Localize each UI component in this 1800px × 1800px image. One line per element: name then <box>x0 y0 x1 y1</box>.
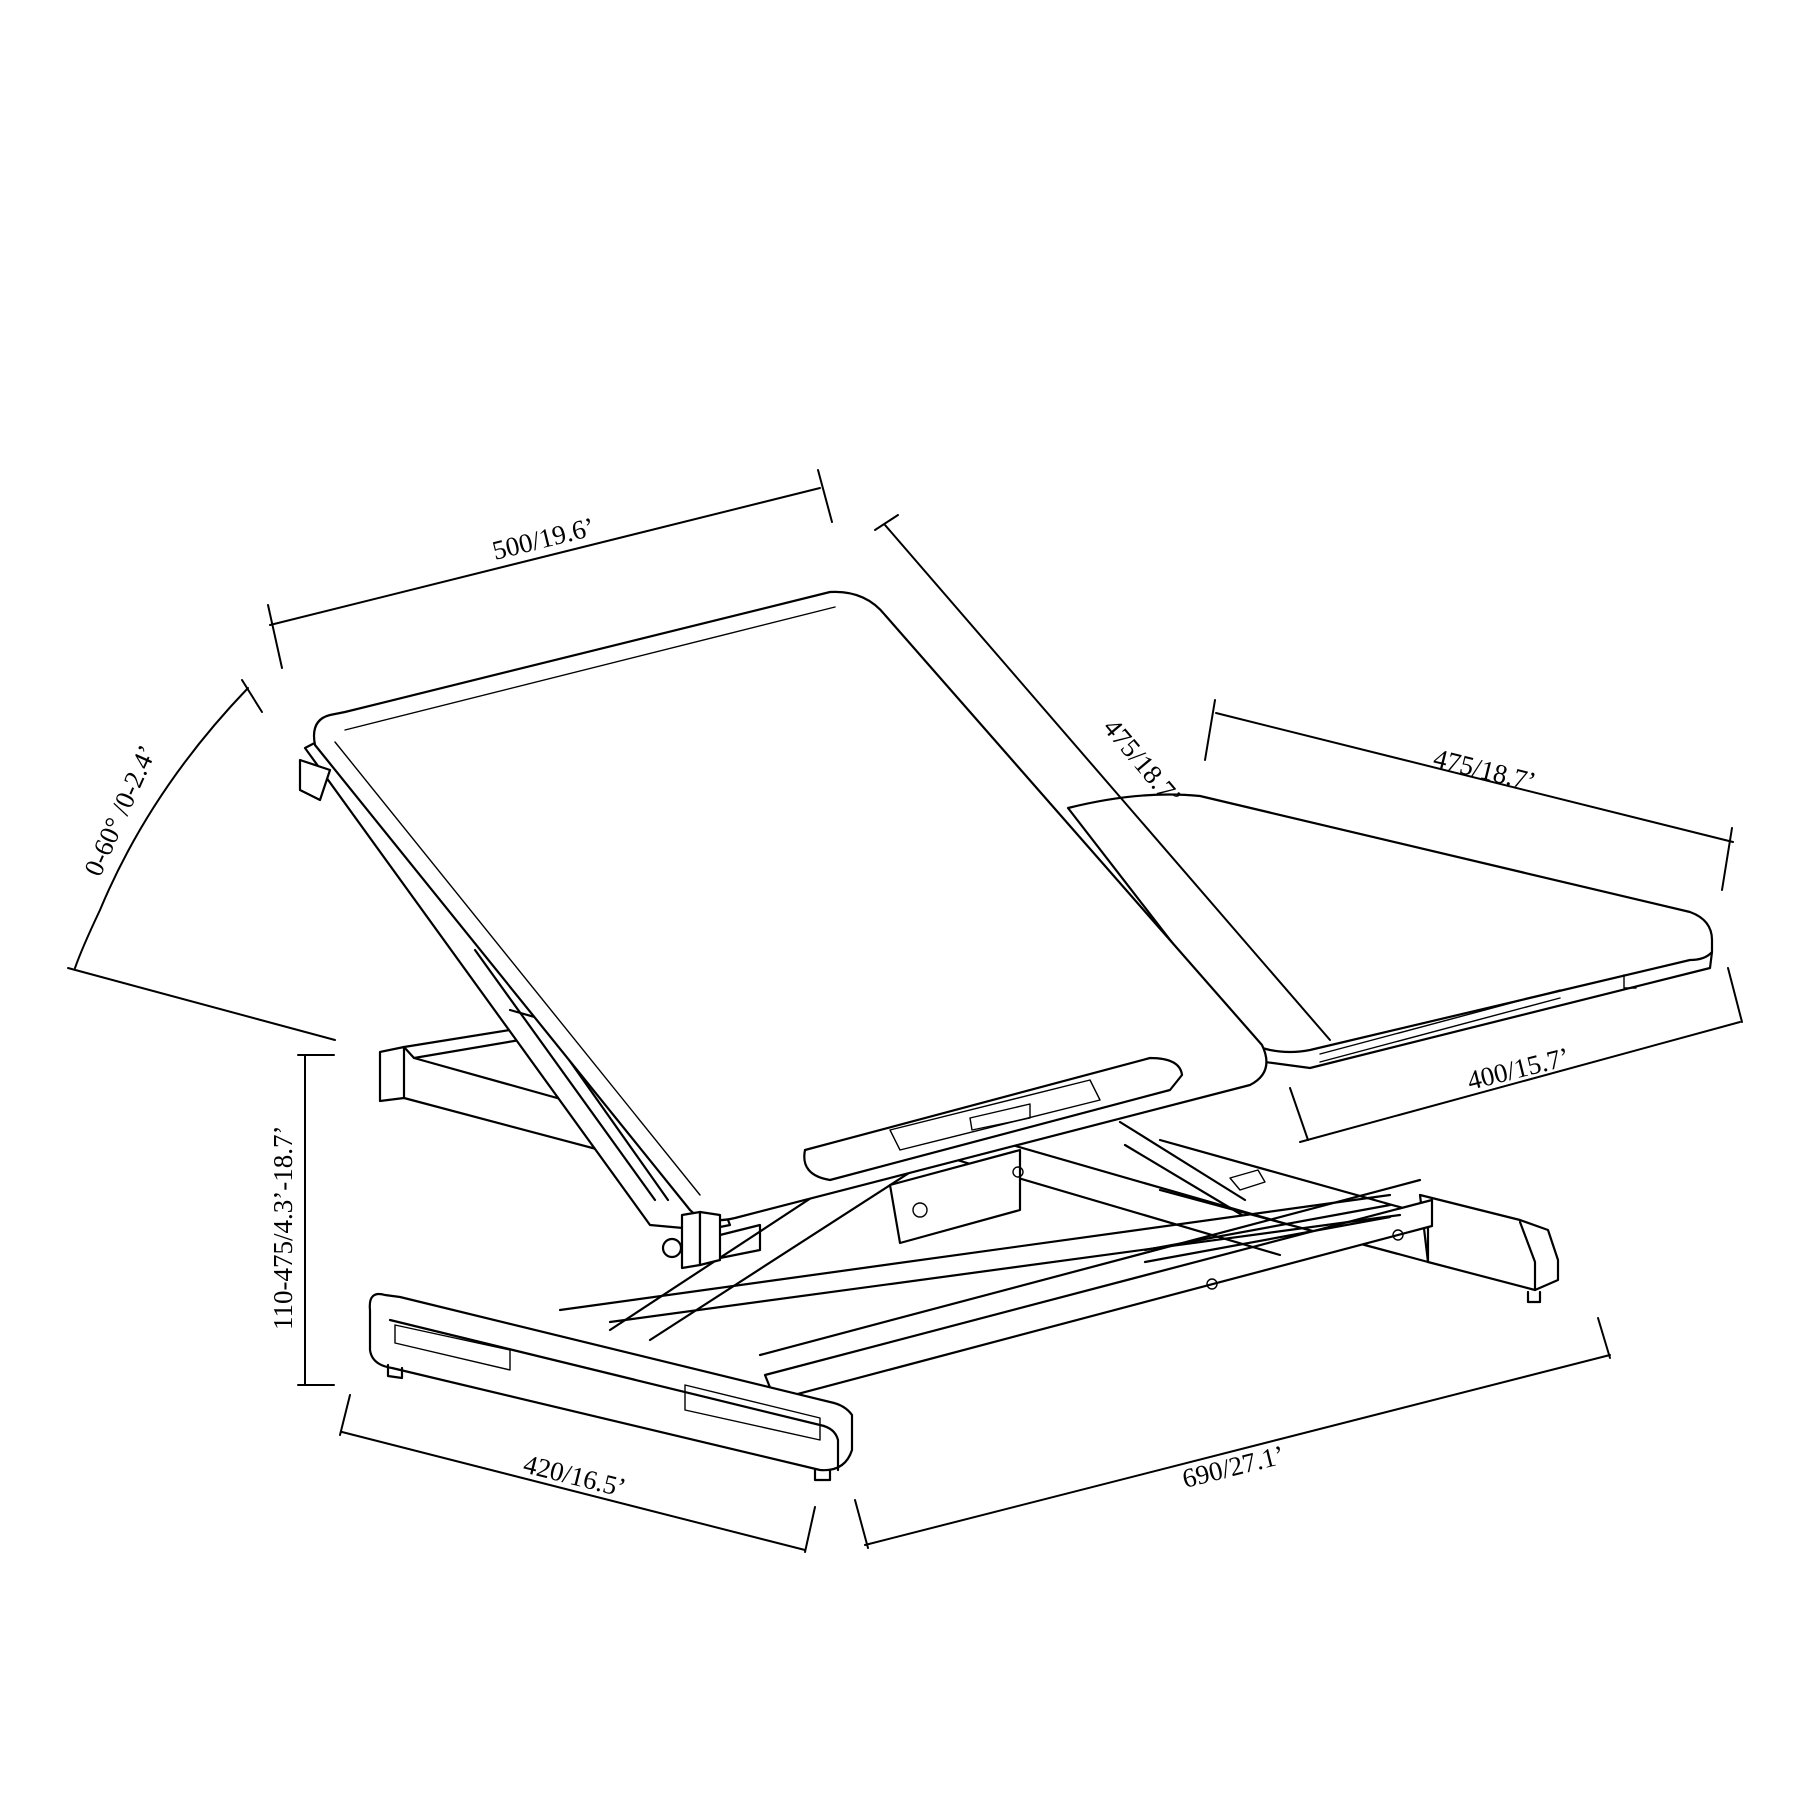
dim-right-depth: 475/18.7’ <box>1431 743 1539 797</box>
front-left-foot <box>368 1292 854 1482</box>
right-base-rail <box>1158 1138 1560 1304</box>
front-beam <box>758 1178 1434 1402</box>
hinge-post <box>661 1210 762 1270</box>
dim-height-range: 110-475/4.3’-18.7’ <box>268 1126 298 1330</box>
tilted-board <box>298 590 1268 1232</box>
dimension-lines <box>67 469 1743 1553</box>
dim-base-width: 690/27.1’ <box>1179 1439 1287 1493</box>
dim-base-depth: 420/16.5’ <box>521 1449 629 1503</box>
dim-right-width: 400/15.7’ <box>1464 1041 1572 1095</box>
dim-tilt-angle: 0-60° /0-2.4’ <box>78 741 162 881</box>
